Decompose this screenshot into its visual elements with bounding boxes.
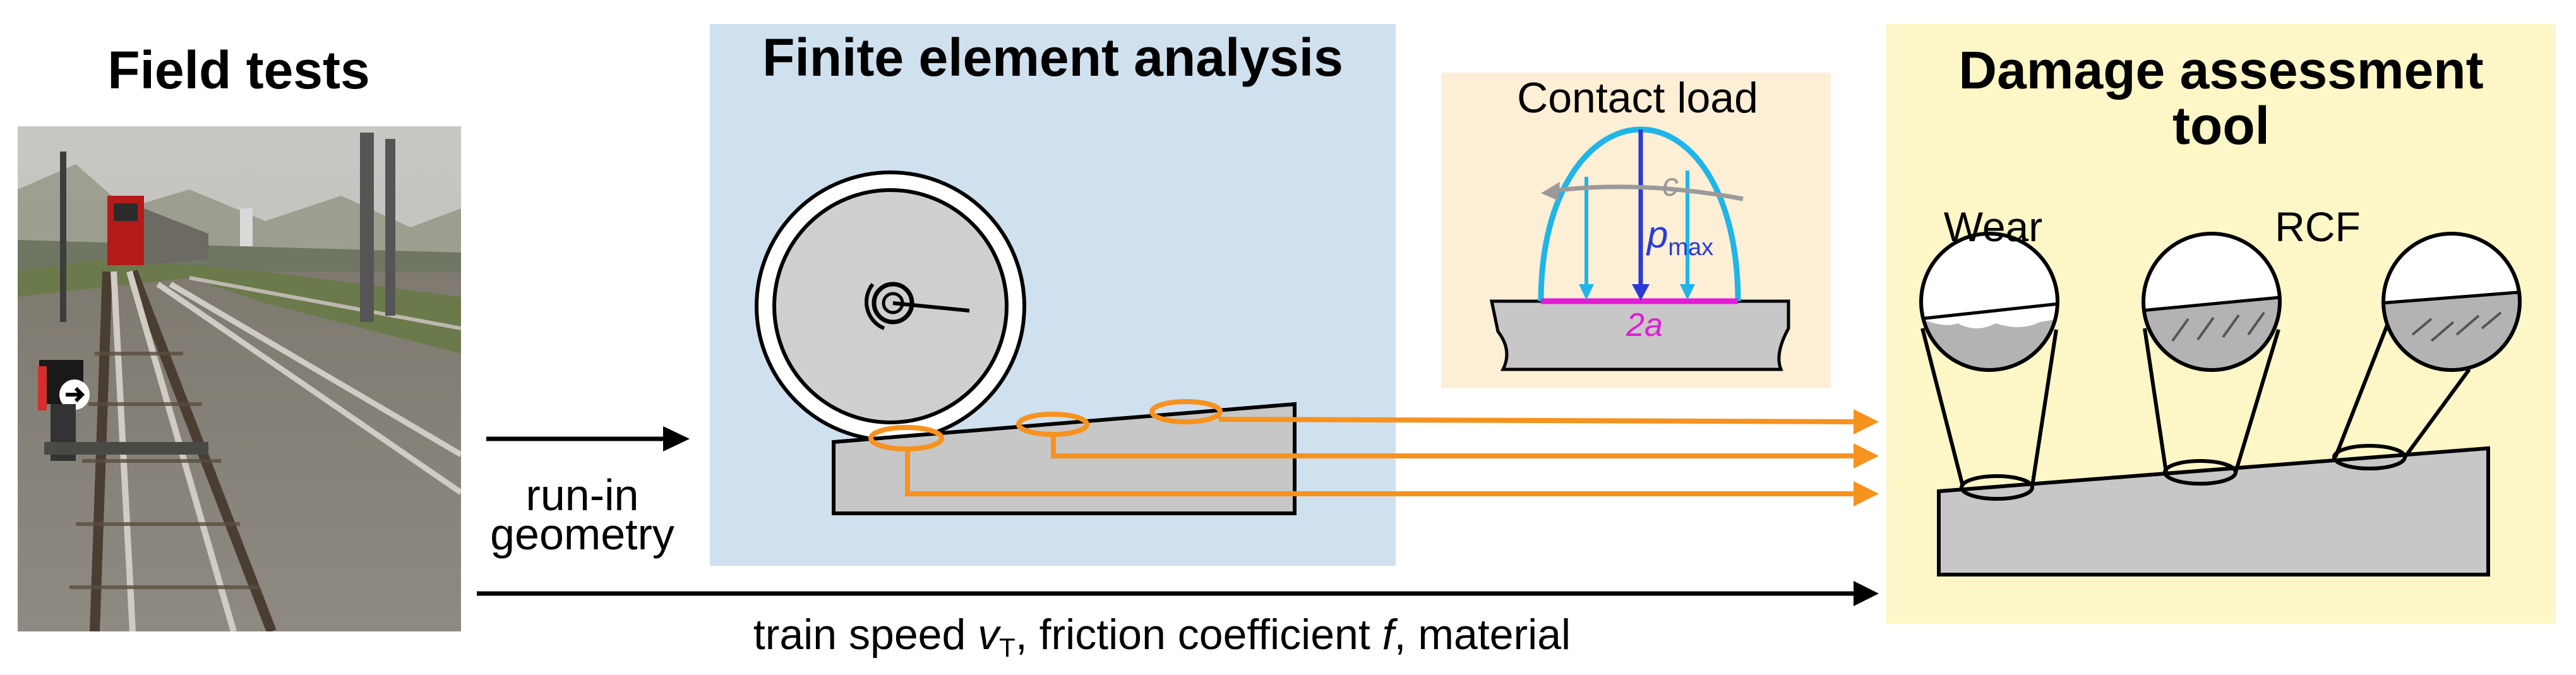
damage-title-line2: tool: [2172, 96, 2270, 155]
fea-section: Finite element analysis: [710, 24, 1396, 566]
connector-1: [905, 450, 1857, 496]
rcf-label: RCF: [2275, 203, 2361, 250]
field-tests-title: Field tests: [107, 40, 369, 100]
c-arrow: [1553, 184, 1744, 201]
damage-title-line1: Damage assessment: [1958, 40, 2483, 100]
rcf-magnifier-1: [2142, 232, 2282, 372]
damage-section: Damage assessment tool Wear: [1886, 24, 2556, 624]
rcf-magnifier-2: [2381, 232, 2522, 372]
fea-title: Finite element analysis: [762, 28, 1343, 87]
rail-block: [832, 402, 1297, 515]
connector-3: [1218, 417, 1857, 424]
pmax-label: pmax: [1646, 213, 1713, 261]
width-label: 2a: [1626, 307, 1663, 343]
damage-rail-block: [1937, 446, 2490, 576]
wear-label: Wear: [1944, 203, 2043, 250]
damage-patch-1: [1960, 474, 2034, 501]
contact-load-title: Contact load: [1517, 74, 1758, 122]
connector-2: [1051, 436, 1857, 458]
field-tests-section: Field tests: [18, 40, 461, 631]
contact-patch-2: [1016, 412, 1089, 437]
contact-patch-1: [868, 425, 944, 451]
c-label: c: [1662, 167, 1679, 203]
run-in-label-line2: geometry: [490, 510, 674, 559]
run-in-label-line1: run-in: [526, 470, 639, 520]
bottom-arrow-label: train speed vT, friction coefficient f, …: [753, 611, 1571, 662]
contact-load-section: Contact load c pmax 2a: [1441, 73, 1831, 388]
wear-magnifier: [1919, 232, 2059, 372]
contact-patch-3: [1149, 399, 1223, 424]
field-test-photo: [18, 126, 461, 631]
orange-connectors: [905, 417, 1857, 496]
wheel: [755, 170, 1026, 442]
magnifier-cones: [1920, 324, 2471, 487]
orange-arrowheads: [1854, 409, 1879, 506]
contact-ground: [1489, 299, 1790, 371]
